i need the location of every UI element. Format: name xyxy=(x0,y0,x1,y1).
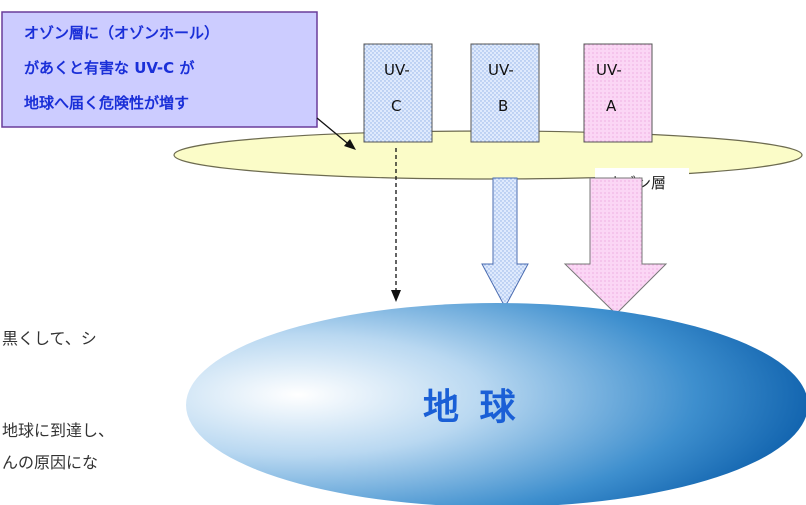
body-text-line-3: んの原因にな xyxy=(2,453,99,472)
uv-a-line1: UV- xyxy=(596,61,622,79)
earth-ellipse xyxy=(186,303,806,505)
uv-b-box: UV- B xyxy=(470,43,540,143)
body-text-line-2: 地球に到達し、 xyxy=(2,421,115,440)
callout-box xyxy=(1,11,318,128)
uv-a-line2: A xyxy=(606,97,617,115)
uv-b-line2: B xyxy=(498,97,508,115)
body-text-line-1: 黒くして、シ xyxy=(2,329,97,348)
uv-c-line1: UV- xyxy=(384,61,410,79)
uv-a-box: UV- A xyxy=(583,43,653,143)
uv-c-arrow xyxy=(391,148,401,302)
callout-line-1: オゾン層に（オゾンホール） xyxy=(24,24,219,42)
callout-line-2: があくと有害な UV-C が xyxy=(24,59,195,77)
uv-c-box: UV- C xyxy=(363,43,433,143)
earth-label: 地 球 xyxy=(423,387,520,428)
callout-pointer-arrow xyxy=(316,117,356,150)
uv-b-line1: UV- xyxy=(488,61,514,79)
callout-line-3: 地球へ届く危険性が増す xyxy=(24,94,189,112)
uv-c-line2: C xyxy=(391,97,401,115)
uv-b-arrow xyxy=(481,177,529,309)
uv-a-arrow xyxy=(563,177,668,315)
